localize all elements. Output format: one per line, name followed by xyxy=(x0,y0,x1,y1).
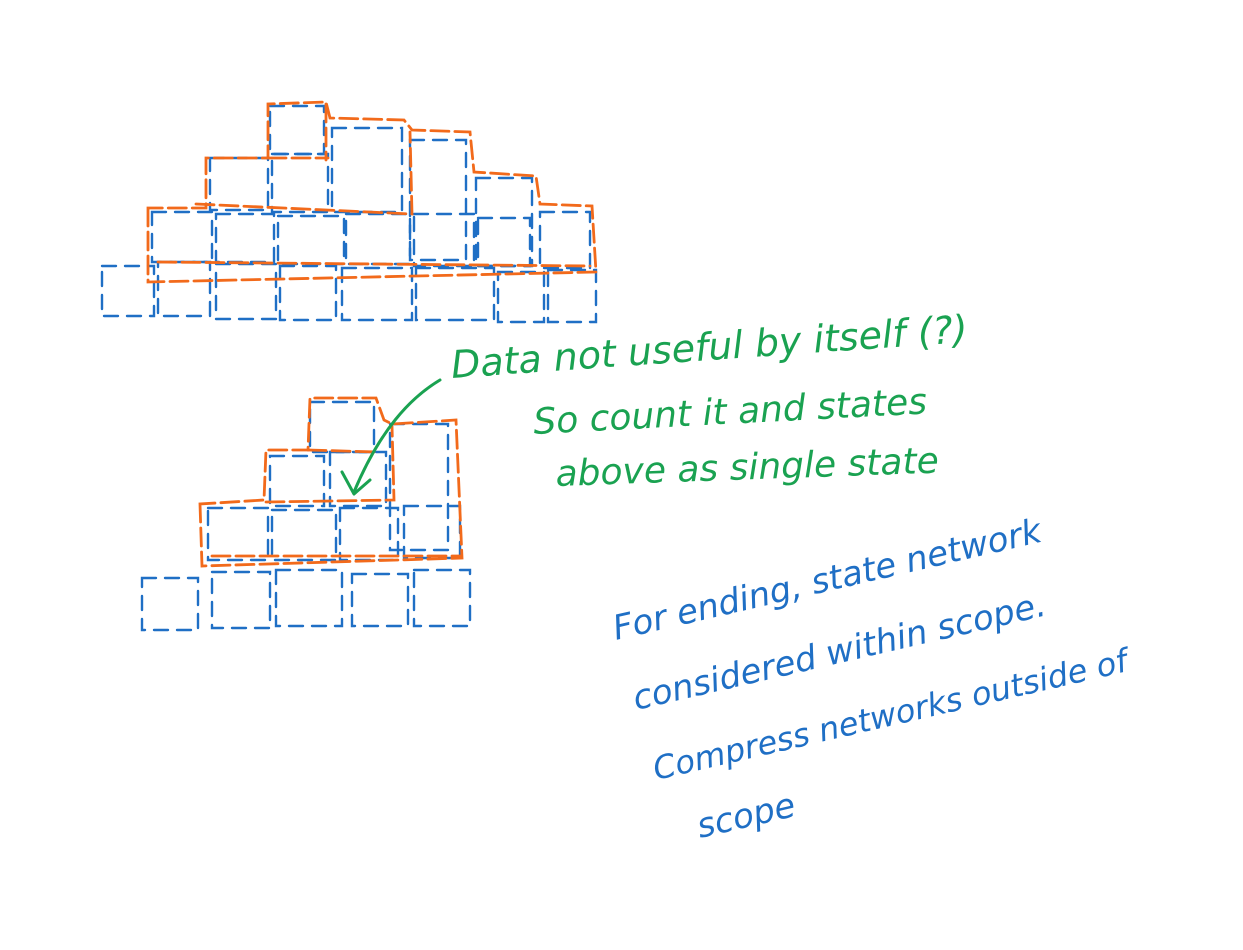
bottom-orange-outline xyxy=(198,396,464,568)
bottom-block-stack xyxy=(140,396,472,632)
top-upper-blocks xyxy=(268,104,326,156)
top-block-stack xyxy=(100,100,598,324)
top-third-row-blocks xyxy=(208,126,534,268)
green-pointer-arrow xyxy=(340,378,442,496)
bottom-second-row-blocks xyxy=(206,504,462,562)
green-line-2: So count it and states xyxy=(532,381,928,443)
bottom-bottom-row-blocks xyxy=(140,568,472,632)
green-line-3: above as single state xyxy=(555,441,940,495)
bottom-third-row-blocks xyxy=(268,422,450,552)
blue-annotation: For ending, state network considered wit… xyxy=(609,511,1135,847)
top-second-row-blocks xyxy=(150,210,592,270)
green-annotation: Data not useful by itself (?) So count i… xyxy=(450,307,969,495)
top-bottom-row-blocks xyxy=(100,260,598,324)
green-line-1: Data not useful by itself (?) xyxy=(450,307,969,387)
bottom-upper-blocks xyxy=(308,400,376,454)
blue-line-4: scope xyxy=(693,785,799,846)
top-orange-outline xyxy=(146,100,598,284)
